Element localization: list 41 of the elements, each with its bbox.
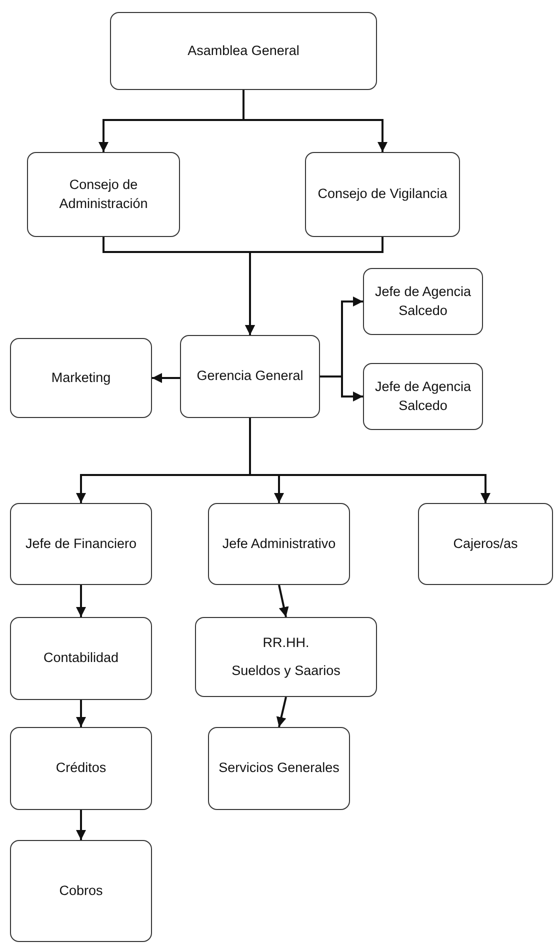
org-box [10, 840, 152, 942]
box-label: Jefe de Financiero [25, 534, 137, 553]
connector-arrow [76, 585, 86, 617]
org-box [10, 338, 152, 418]
box-label: Cajeros/as [453, 534, 518, 553]
box-label: Cobros [59, 882, 103, 900]
box-label: Consejo de Vigilancia [318, 185, 448, 204]
org-box [27, 152, 180, 237]
box-label: Jefe Administrativo [222, 534, 336, 553]
org-box [180, 335, 320, 418]
box-label: Jefe de Agencia Salcedo [374, 378, 472, 414]
connector-arrow [278, 584, 289, 618]
org-box [195, 617, 377, 697]
connector-arrow [76, 810, 86, 840]
connector-arrow [276, 696, 287, 728]
box-label: Gerencia General [196, 367, 304, 386]
org-box [10, 727, 152, 810]
connector-arrow [76, 700, 86, 727]
org-box [305, 152, 460, 237]
box-label: Marketing [51, 368, 111, 387]
org-box [363, 268, 483, 335]
connector-arrow [249, 418, 490, 503]
connector-arrow [245, 237, 384, 335]
box-label: Servicios Generales [218, 759, 340, 778]
box-label: RR.HH. [262, 634, 310, 652]
org-box [110, 12, 377, 90]
box-label: Jefe de Agencia Salcedo [374, 283, 472, 320]
box-label: Créditos [56, 759, 106, 778]
box-label: Asamblea General [188, 42, 300, 60]
connector-arrow [242, 90, 388, 152]
org-box [10, 617, 152, 700]
org-box [363, 363, 483, 430]
org-box [10, 503, 152, 585]
box-label: Sueldos y Saarios [232, 662, 340, 680]
org-box [208, 727, 350, 810]
org-box [208, 503, 350, 585]
connector-arrow [152, 373, 180, 383]
org-box [418, 503, 553, 585]
box-label: Consejo de Administración [58, 176, 149, 212]
box-label: Contabilidad [43, 649, 119, 668]
connector-arrow [320, 376, 363, 402]
